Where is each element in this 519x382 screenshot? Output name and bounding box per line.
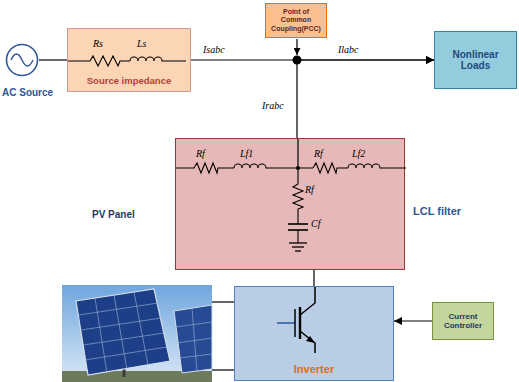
component-label: Lf2 xyxy=(352,148,365,159)
component-label: Cf xyxy=(311,218,320,229)
lcl-circuit-symbols xyxy=(176,139,406,271)
ac-source-circle: AC Source xyxy=(5,43,39,77)
box-label: Inverter xyxy=(294,363,334,376)
pcc-pointer xyxy=(296,39,297,55)
pv-panel-picture xyxy=(62,285,212,382)
inverter-box: Inverter xyxy=(234,286,394,381)
panel-heading: PV Panel xyxy=(92,209,135,221)
current-label: Irabc xyxy=(262,100,284,111)
wire-connector xyxy=(313,270,314,286)
wire-connector xyxy=(394,320,432,321)
component-label: Ls xyxy=(137,38,146,49)
pcc-box: Point of Common Coupling(PCC) xyxy=(265,3,327,38)
box-label: Source impedance xyxy=(87,76,171,87)
pcc-junction-dot xyxy=(293,56,302,65)
load-box: Nonlinear Loads xyxy=(434,31,517,89)
current-label: Ilabc xyxy=(338,44,359,55)
ac-source-symbol xyxy=(5,43,39,77)
component-label: Rs xyxy=(93,38,103,49)
box-heading: LCL filter xyxy=(413,205,461,218)
wire-connector xyxy=(297,60,434,138)
impedance-box: Source impedance xyxy=(67,28,191,92)
box-label: Point of Common Coupling(PCC) xyxy=(268,8,324,32)
current-label: Isabc xyxy=(203,44,225,55)
pv-panel-image: PV Panel xyxy=(62,285,212,382)
wire-connector xyxy=(212,369,234,370)
box-label: Nonlinear Loads xyxy=(437,49,514,72)
box-label: Current Controller xyxy=(435,312,491,330)
wire-connector xyxy=(212,301,234,302)
wire-connector xyxy=(39,59,67,60)
component-label: Lf1 xyxy=(240,148,253,159)
source-label: AC Source xyxy=(2,87,53,99)
component-label: Rf xyxy=(196,148,205,159)
component-label: Rf xyxy=(314,148,323,159)
controller-box: Current Controller xyxy=(432,302,494,340)
lcl-filter-box: LCL filter xyxy=(175,138,405,270)
component-label: Rf xyxy=(305,184,314,195)
